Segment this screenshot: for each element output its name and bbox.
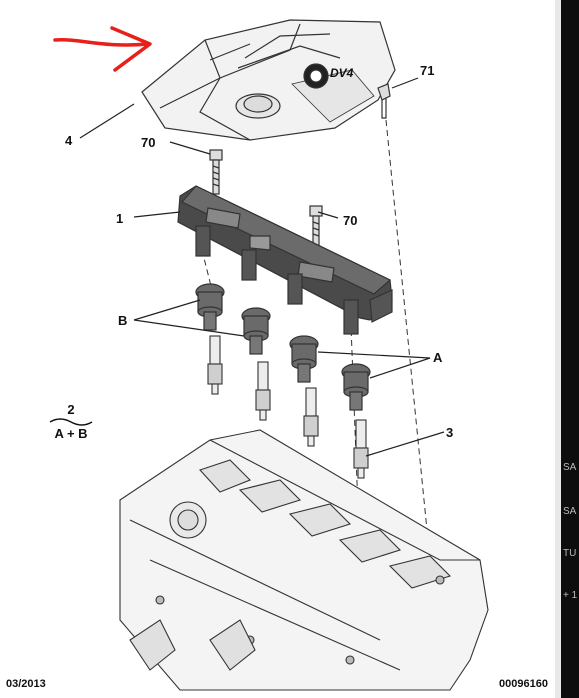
legend-brace	[49, 418, 93, 426]
coil-rail	[177, 185, 393, 323]
cover-logo-text: DV4	[330, 66, 354, 80]
leader-lines	[79, 77, 445, 457]
footer-date: 03/2013	[6, 678, 46, 690]
side-fragment-3: TU	[563, 548, 577, 559]
footer-ref: 00096160	[499, 678, 548, 690]
boot-a-2	[341, 363, 371, 411]
boot-b-2	[241, 307, 271, 355]
engine-cover	[141, 19, 396, 141]
callout-spark-plug: 3	[446, 425, 454, 440]
callout-boots-a: A	[433, 350, 443, 365]
side-fragment-1: SA	[563, 462, 577, 473]
callout-stud-71: 71	[420, 63, 435, 78]
side-fragment-2: SA	[563, 506, 577, 517]
red-annotation-arrow	[53, 26, 152, 72]
boot-a-1	[289, 335, 319, 383]
coil-boots	[195, 225, 359, 335]
side-fragment-4: + 1	[563, 590, 578, 601]
stud-71	[377, 83, 391, 119]
bolt-70-left	[209, 149, 223, 195]
background-edge	[561, 0, 579, 698]
page-edge	[555, 0, 561, 698]
callout-cover: 4	[65, 133, 73, 148]
spark-plugs	[207, 335, 369, 479]
callout-coil-rail: 1	[116, 211, 124, 226]
callout-boots-b: B	[118, 313, 128, 328]
cylinder-head	[119, 429, 489, 691]
legend-numerator: 2	[67, 402, 75, 417]
callout-bolt-70-left: 70	[141, 135, 156, 150]
boot-b-1	[195, 283, 225, 331]
legend-denominator: A + B	[54, 426, 88, 441]
callout-bolt-70-right: 70	[343, 213, 358, 228]
bolt-70-right	[309, 205, 323, 247]
